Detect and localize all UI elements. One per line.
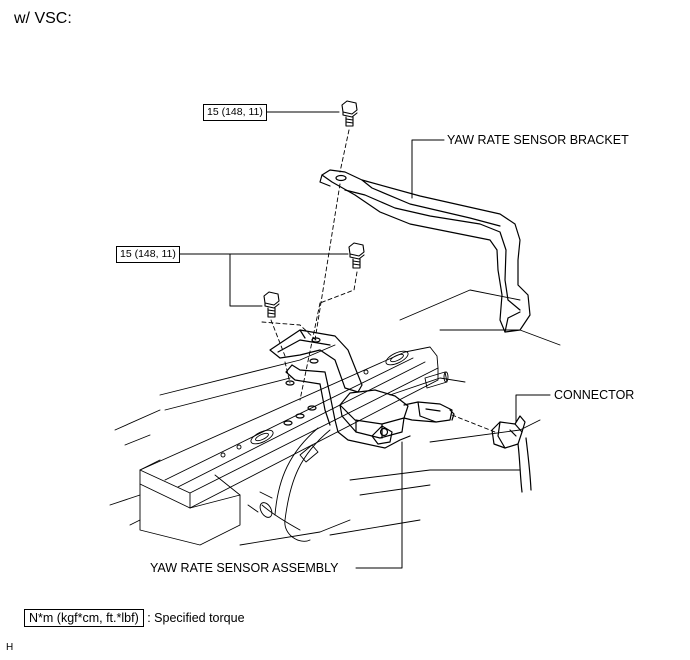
torque-legend-text: : Specified torque	[147, 611, 245, 625]
vehicle-floor-structure	[109, 289, 561, 546]
leader-lines	[179, 111, 551, 569]
yaw-rate-sensor-bracket	[319, 169, 531, 333]
yaw-rate-sensor-assembly	[269, 329, 455, 449]
page-title: w/ VSC:	[14, 10, 72, 27]
bolt-lower-icon	[263, 291, 280, 318]
torque-legend: N*m (kgf*cm, ft.*lbf) : Specified torque	[24, 609, 245, 627]
torque-unit-box: N*m (kgf*cm, ft.*lbf)	[24, 609, 144, 627]
callout-yaw-rate-sensor-assembly: YAW RATE SENSOR ASSEMBLY	[150, 561, 339, 575]
figure-id: H	[6, 642, 14, 653]
torque-callout-middle: 15 (148, 11)	[116, 246, 180, 263]
harness-connector	[491, 415, 532, 493]
torque-callout-top: 15 (148, 11)	[203, 104, 267, 121]
bolt-top-icon	[341, 100, 358, 127]
callout-connector: CONNECTOR	[554, 388, 635, 402]
bolt-middle-icon	[348, 242, 365, 269]
alignment-dashed-lines	[261, 129, 496, 433]
callout-yaw-rate-sensor-bracket: YAW RATE SENSOR BRACKET	[447, 133, 629, 147]
